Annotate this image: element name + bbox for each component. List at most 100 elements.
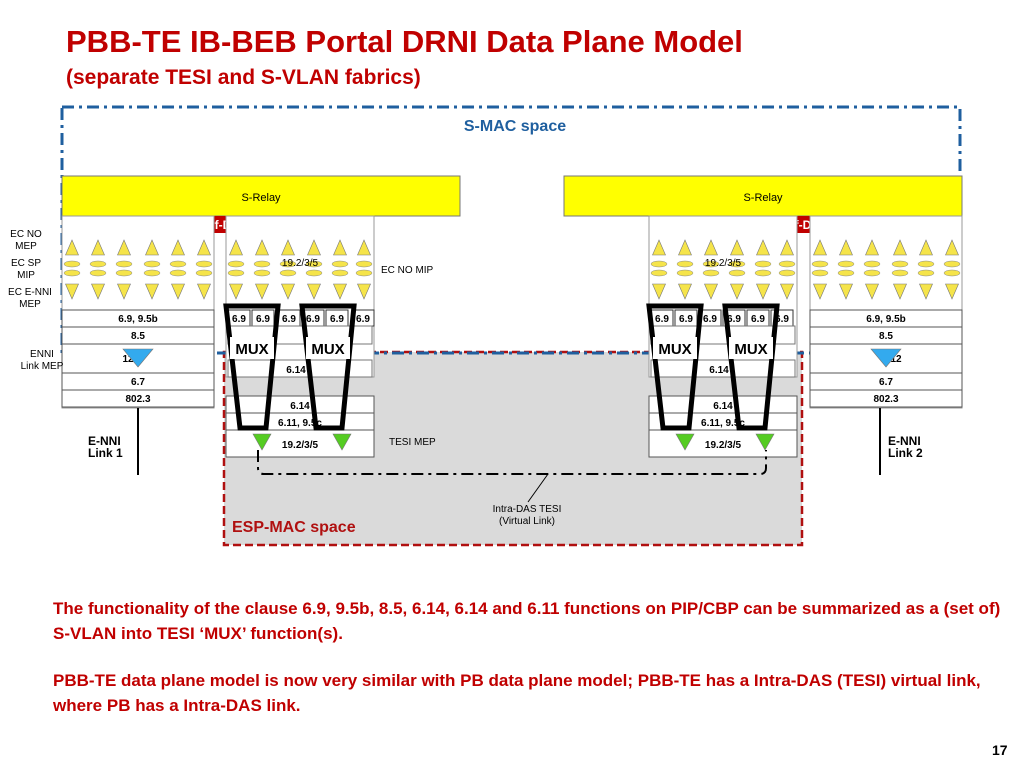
ec-mep-col-inner-left-5-down xyxy=(357,283,371,300)
ec-mep-col-inner-right-4-mip-b xyxy=(754,269,772,277)
stack-label-right-4: 802.3 xyxy=(873,394,898,405)
ec-mep-col-inner-right-1-mip-a xyxy=(676,260,694,268)
ec-mep-col-inner-right-4-mip-a xyxy=(754,260,772,268)
cell-69-label-left-4: 6.9 xyxy=(330,314,344,325)
tesi-mep-a-right xyxy=(675,433,695,451)
ec-mep-col-edge-left-1-up xyxy=(91,239,105,256)
ec-mep-col-inner-right-0-mip-a xyxy=(650,260,668,268)
mux-label-bg-right-1 xyxy=(729,337,773,359)
label-ec-enni-mep-line2: MEP xyxy=(19,299,41,310)
smac-space-label: S-MAC space xyxy=(464,118,566,135)
label-ec-no-mep-line2: MEP xyxy=(15,241,37,252)
enni-link-mep-left xyxy=(122,348,154,368)
ec-mep-col-edge-right-4-mip-b xyxy=(917,269,935,277)
ec-mep-col-edge-right-5-up xyxy=(945,239,959,256)
ec-mep-col-inner-left-5-mip-b xyxy=(355,269,373,277)
cell-69-label-right-0: 6.9 xyxy=(655,314,669,325)
label-ec-no-mep-line1: EC NO xyxy=(10,229,42,240)
label-enni-link-1-line2: Link 1 xyxy=(88,446,123,460)
ec-mep-col-edge-right-4-mip-a xyxy=(917,260,935,268)
ec-mep-col-edge-left-5-up xyxy=(197,239,211,256)
ec-mep-col-inner-left-1-up xyxy=(255,239,269,256)
cell-69-label-right-2: 6.9 xyxy=(703,314,717,325)
ec-mep-col-edge-left-0-mip-b xyxy=(63,269,81,277)
intra-das-virtual-link xyxy=(257,450,767,475)
ec-mep-col-inner-left-1-mip-a xyxy=(253,260,271,268)
ec-mep-col-inner-right-2-mip-a xyxy=(702,260,720,268)
ec-mep-col-edge-left-1-mip-b xyxy=(89,269,107,277)
ec-mep-col-inner-right-2-down xyxy=(704,283,718,300)
stack-label-left-3: 6.7 xyxy=(131,377,145,388)
ec-mep-col-edge-left-1-mip-a xyxy=(89,260,107,268)
stack-label-left-4: 802.3 xyxy=(125,394,150,405)
tesi-mep-a-left xyxy=(252,433,272,451)
ec-mep-col-inner-right-3-up xyxy=(730,239,744,256)
mux-label-left-0: MUX xyxy=(235,341,268,358)
ec-mep-col-inner-right-4-up xyxy=(756,239,770,256)
ec-mep-col-edge-right-0-mip-b xyxy=(811,269,829,277)
ec-mep-col-inner-right-3-down xyxy=(730,283,744,300)
ec-mep-col-edge-left-1-down xyxy=(91,283,105,300)
ec-mep-col-edge-left-4-down xyxy=(171,283,185,300)
ec-mep-col-inner-left-4-mip-a xyxy=(331,260,349,268)
mux-label-bg-left-1 xyxy=(306,337,350,359)
label-intra-das-line1: Intra-DAS TESI xyxy=(493,504,562,515)
tesi-19-label-left: 19.2/3/5 xyxy=(282,440,319,451)
tesi-614-label-left: 6.14 xyxy=(290,401,310,412)
tesi-611-label-right: 6.11, 9.5c xyxy=(701,418,745,429)
ec-mep-col-edge-right-1-down xyxy=(839,283,853,300)
mux-label-bg-right-0 xyxy=(653,337,697,359)
ec-mep-col-edge-left-3-mip-a xyxy=(143,260,161,268)
ec-mep-col-inner-right-5-mip-a xyxy=(778,260,796,268)
smac-space-border xyxy=(60,105,962,355)
ec-mep-col-inner-left-4-up xyxy=(333,239,347,256)
cell-614a-label-left: 6.14 xyxy=(286,365,306,376)
ec-mep-col-inner-right-1-mip-b xyxy=(676,269,694,277)
stack-label-left-1: 8.5 xyxy=(131,331,145,342)
ec-mep-col-edge-left-4-mip-a xyxy=(169,260,187,268)
ec-mep-col-inner-left-3-down xyxy=(307,283,321,300)
cell-69-label-right-5: 6.9 xyxy=(775,314,789,325)
ec-mep-col-inner-right-3-mip-b xyxy=(728,269,746,277)
ec-mep-col-inner-left-2-down xyxy=(281,283,295,300)
slide-title: PBB-TE IB-BEB Portal DRNI Data Plane Mod… xyxy=(66,24,743,59)
srelay-right xyxy=(563,175,963,217)
ec-mep-col-inner-left-2-up xyxy=(281,239,295,256)
ec-mep-col-inner-left-0-mip-b xyxy=(227,269,245,277)
mux-label-right-0: MUX xyxy=(658,341,691,358)
label-ec-sp-mip-line2: MIP xyxy=(17,270,35,281)
ec-mep-col-edge-right-3-down xyxy=(893,283,907,300)
ec-mep-col-inner-right-5-up xyxy=(780,239,794,256)
ec-mep-col-edge-left-4-up xyxy=(171,239,185,256)
ec-mep-col-inner-left-1-down xyxy=(255,283,269,300)
ec-mep-col-inner-left-3-mip-b xyxy=(305,269,323,277)
mux-label-bg-left-0 xyxy=(230,337,274,359)
tesi-611-label-left: 6.11, 9.5c xyxy=(278,418,322,429)
mux-right-1 xyxy=(722,303,780,431)
intra-das-leader-line xyxy=(527,473,549,503)
ec-mep-col-inner-right-4-down xyxy=(756,283,770,300)
ec-mep-col-edge-left-3-up xyxy=(145,239,159,256)
ec-mep-col-edge-right-2-mip-a xyxy=(863,260,881,268)
ec-mep-col-edge-right-3-up xyxy=(893,239,907,256)
cell-69-label-right-4: 6.9 xyxy=(751,314,765,325)
ec-mep-col-inner-left-3-up xyxy=(307,239,321,256)
cell-row-614a-left xyxy=(227,359,373,378)
ec-mep-col-edge-left-0-up xyxy=(65,239,79,256)
label-enni-link-2-line2: Link 2 xyxy=(888,446,923,460)
ec-mep-col-edge-right-3-mip-b xyxy=(891,269,909,277)
ec-mep-col-edge-right-2-mip-b xyxy=(863,269,881,277)
ec-mep-col-edge-left-4-mip-b xyxy=(169,269,187,277)
mux-left-0 xyxy=(223,303,281,431)
ec-mep-col-inner-left-5-up xyxy=(357,239,371,256)
srelay-label-left: S-Relay xyxy=(241,192,281,204)
stack-partial-label-right: 12 xyxy=(890,354,902,365)
ec-mep-col-edge-right-0-mip-a xyxy=(811,260,829,268)
ec-mep-col-inner-left-0-down xyxy=(229,283,243,300)
slide-subtitle: (separate TESI and S-VLAN fabrics) xyxy=(66,66,421,89)
label-ec-sp-mip-line1: EC SP xyxy=(11,258,41,269)
cell-69-label-right-1: 6.9 xyxy=(679,314,693,325)
ec-mep-col-edge-right-4-up xyxy=(919,239,933,256)
label-enni-link-1-line1: E-NNI xyxy=(88,434,121,448)
label-ec-enni-mep-line1: EC E-NNI xyxy=(8,287,52,298)
